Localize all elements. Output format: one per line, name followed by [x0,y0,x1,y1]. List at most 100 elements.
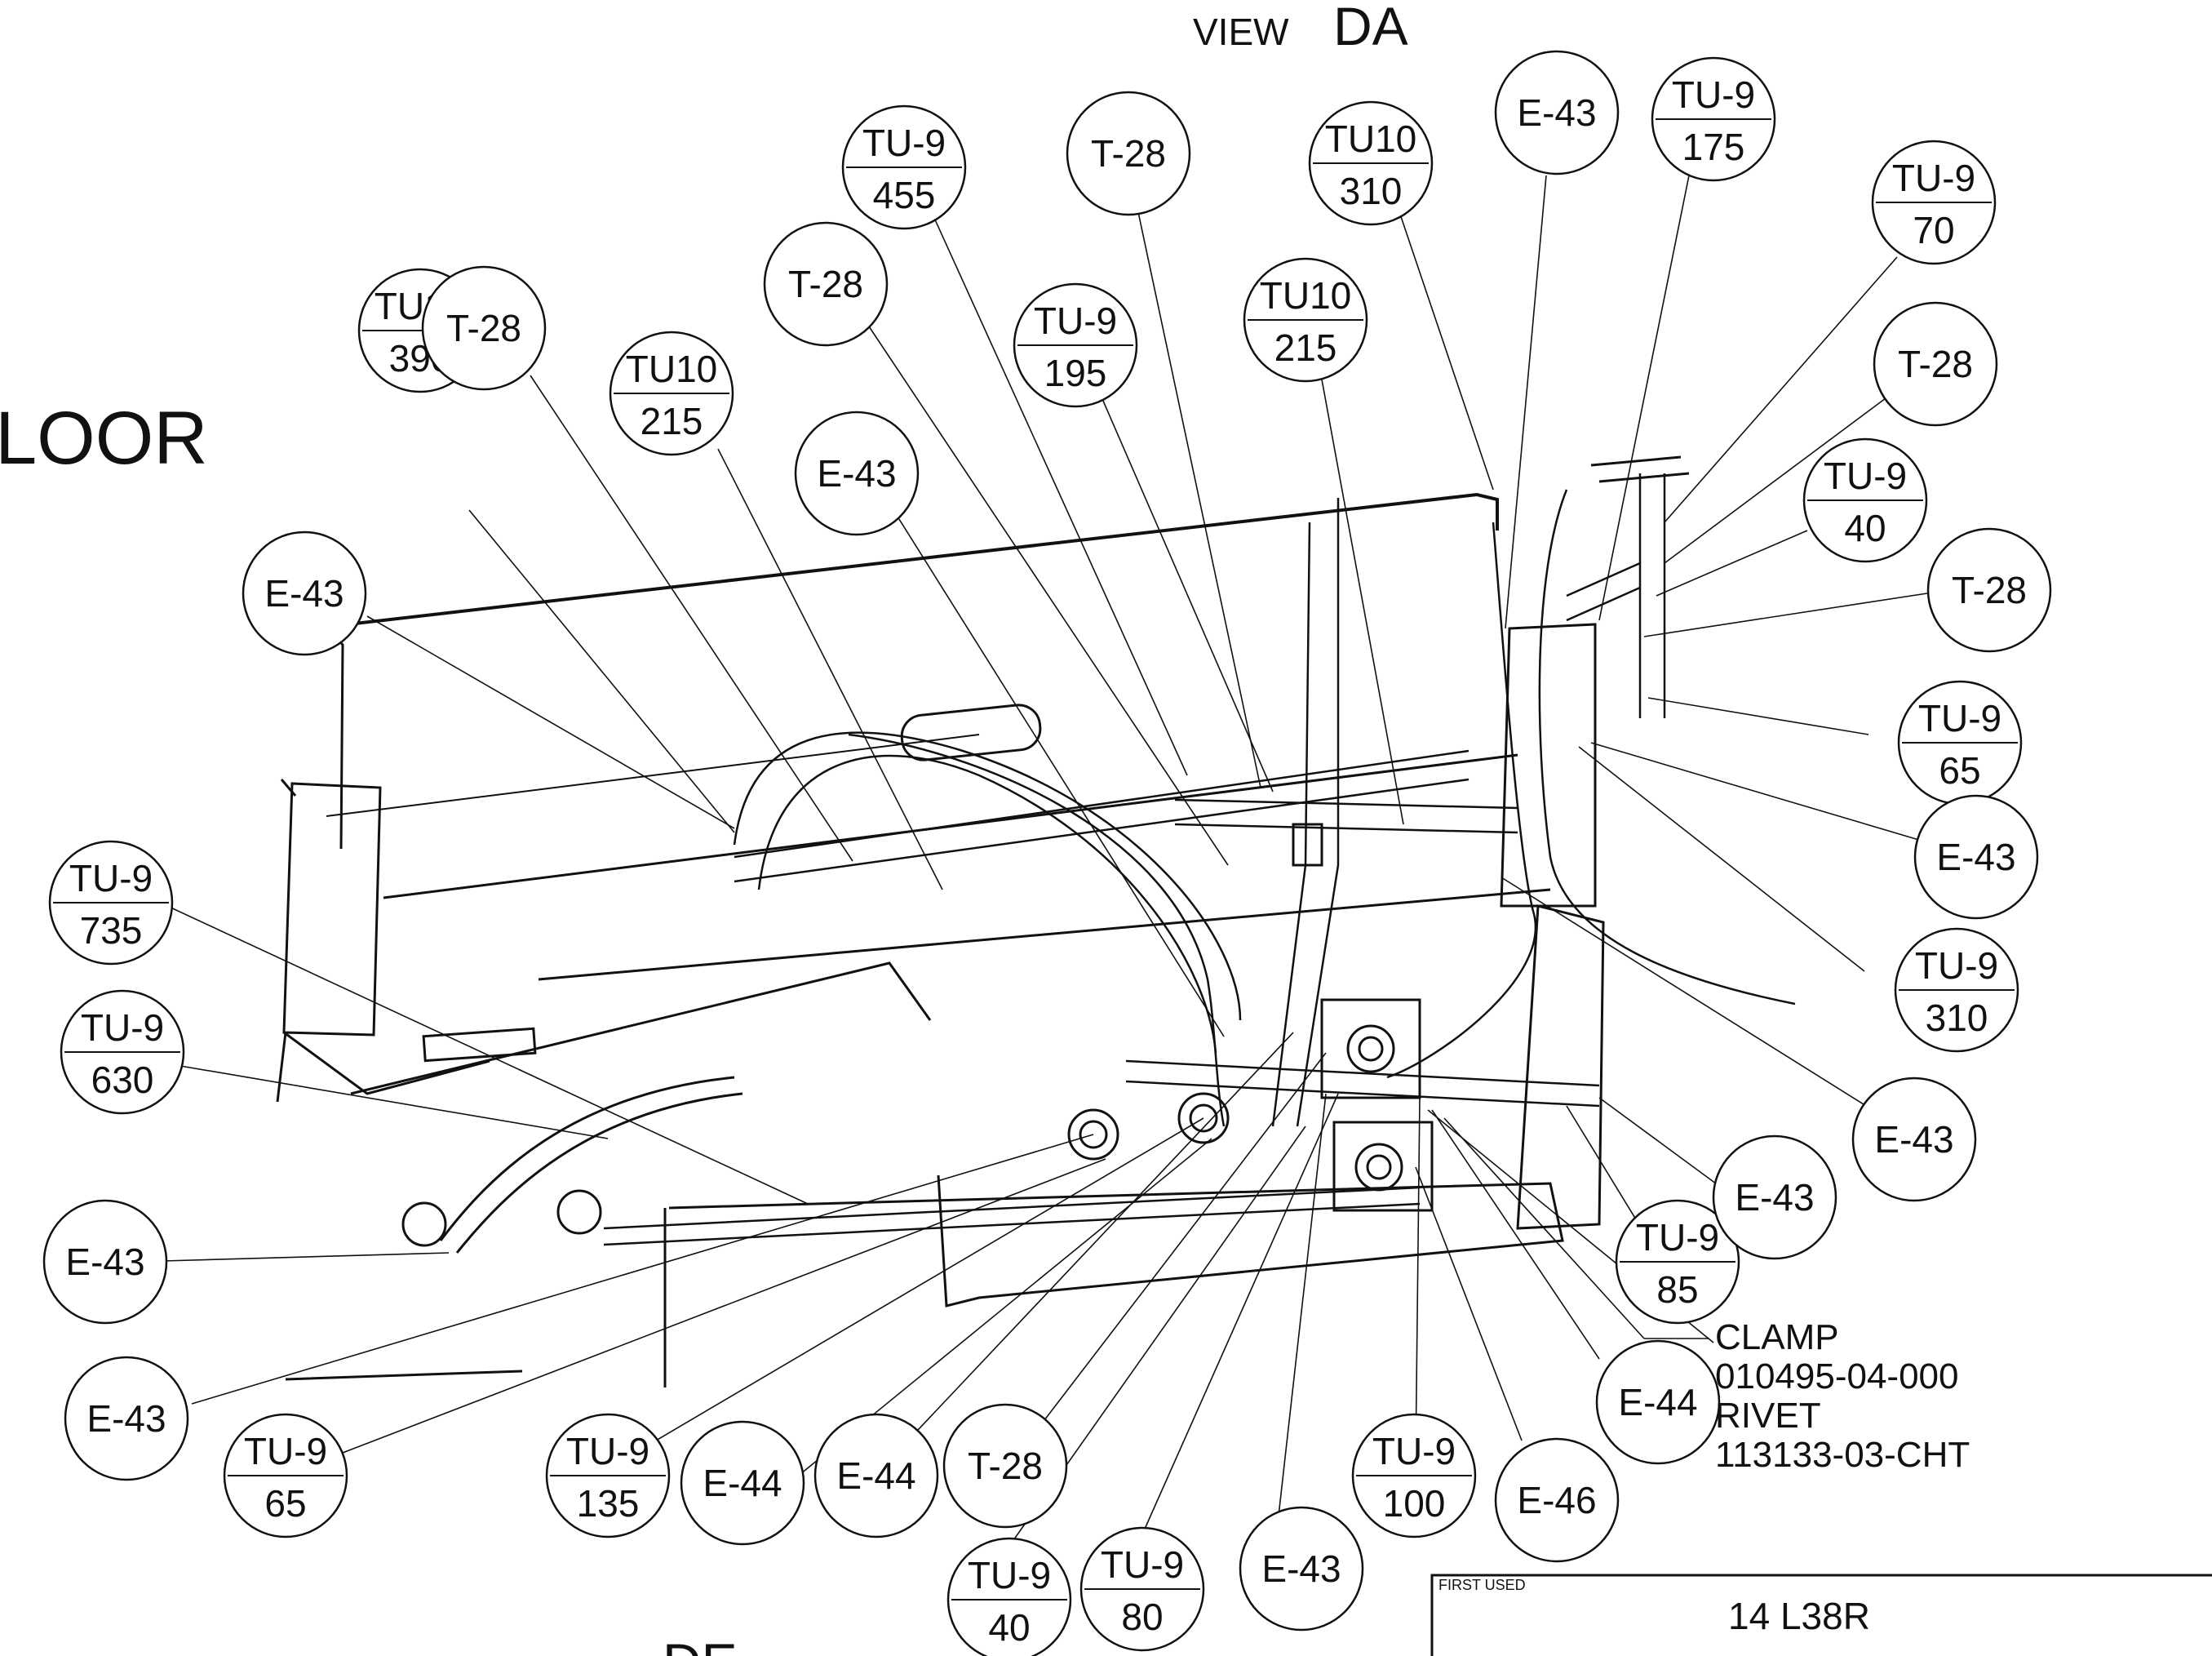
balloon: TU10 310 [1308,100,1434,226]
balloon: TU-9 195 [1013,282,1138,408]
balloon-part-code: E-43 [86,1397,166,1440]
top-slot [900,704,1042,761]
fittings [401,1024,1403,1247]
back-panel [350,753,1551,1095]
title-block-value: 14 L38R [1728,1595,1870,1637]
balloon-length: 65 [1939,749,1980,792]
balloon-part-code: E-43 [264,572,344,615]
balloon-circle [1494,50,1620,175]
balloon-length: 85 [1656,1268,1698,1311]
balloon-part-code: TU-9 [1824,455,1907,497]
balloon: E-44 [813,1413,939,1538]
balloon-circle [1712,1134,1837,1260]
upper-tube-1 [734,749,1469,883]
right-column-lower [1516,904,1605,1230]
balloon-length: 175 [1682,126,1745,168]
balloon-part-code: TU10 [626,348,717,390]
right-tube-stack [1566,473,1666,718]
balloon-circle [242,531,367,656]
balloon: E-43 [1851,1077,1977,1202]
balloon-circle [1066,91,1191,216]
balloon: TU-980 [1079,1526,1205,1652]
balloon-part-code: E-43 [1517,91,1596,134]
note-line-clamp: CLAMP [1715,1317,1839,1357]
balloon: E-44 [680,1420,805,1546]
balloon-circle [946,1537,1072,1656]
top-rail [326,492,1499,628]
small-box [1292,823,1323,867]
balloon-circle [64,1356,189,1481]
title-block: FIRST USED 14 L38R [1430,1574,2212,1656]
balloon-length: 100 [1383,1482,1446,1525]
balloon-part-code: T-28 [788,263,863,305]
balloon-circle [1913,794,2039,920]
left-bracket [282,782,382,1037]
access-pad [422,1027,537,1063]
balloon-length: 455 [873,174,936,216]
balloon: T-28 [1873,301,1998,427]
leader-lines [162,175,1939,1543]
view-heading-large: DA [1333,0,1408,56]
balloon-part-code: TU-9 [1915,944,1998,987]
note-line-rivet: RIVET [1715,1396,1821,1436]
balloon-length: 215 [641,400,703,442]
balloon-part-code: E-43 [1735,1176,1814,1219]
balloon: T-28 [763,221,889,347]
note-line-rivet-part: 113133-03-CHT [1715,1435,1970,1475]
assembly-drawing [276,455,1796,1387]
balloon-part-code: T-28 [1898,343,1973,385]
balloon-part-code: E-43 [817,452,896,495]
balloon-part-code: TU-9 [81,1006,164,1049]
clamp-plate-2 [1332,1121,1434,1212]
balloon: TU-9 175 [1651,56,1776,182]
bottom-main-tube [603,1186,1421,1246]
balloon: TU-965 [223,1413,348,1538]
balloon: E-43 [64,1356,189,1481]
balloon: TU-965 [1897,680,2023,806]
balloon: TU-9 310 [1894,927,2019,1053]
right-column-upper [1500,623,1597,908]
balloon: TU-940 [946,1537,1072,1656]
balloon: T-28 [942,1403,1068,1529]
balloon-part-code: TU10 [1325,118,1416,160]
balloon-part-code: TU-9 [1672,73,1755,116]
vertical-hose-1 [1271,498,1340,1127]
balloon-circle [813,1413,939,1538]
balloon-part-code: TU-9 [1372,1430,1456,1472]
balloon: E-43 [1239,1506,1364,1632]
balloon-part-code: T-28 [1952,569,2027,611]
balloon-circle [1595,1339,1721,1465]
balloon-part-code: E-44 [1618,1381,1697,1423]
balloon-length: 215 [1274,326,1337,369]
balloon-part-code: E-43 [1874,1118,1953,1161]
side-label: LOOR [0,397,208,480]
balloon-part-code: TU-9 [69,857,153,899]
balloon-part-code: E-43 [65,1241,144,1283]
balloon-length: 310 [1340,170,1403,212]
balloon-length: 80 [1121,1596,1163,1638]
note-line-clamp-part: 010495-04-000 [1715,1356,1958,1396]
balloon-part-code: TU10 [1260,274,1351,317]
balloon-part-code: E-46 [1517,1479,1596,1521]
balloon-part-code: TU-9 [862,122,946,164]
balloon: E-43 [794,411,920,536]
balloon-circle [1926,527,2052,653]
balloon-length: 310 [1926,997,1988,1039]
balloon-length: 135 [577,1482,640,1525]
balloon: TU10 215 [609,331,734,456]
balloon-length: 195 [1044,352,1107,394]
balloon-part-code: TU-9 [1034,300,1117,342]
balloon: TU-9 100 [1351,1413,1477,1538]
hose-loop-3 [848,733,1226,1127]
hose-loop-1 [733,731,1242,1021]
balloon-part-code: E-43 [1261,1547,1341,1590]
balloon-part-code: T-28 [968,1445,1043,1487]
balloon-circle [680,1420,805,1546]
balloon-length: 65 [264,1482,306,1525]
balloon-circle [421,265,547,391]
